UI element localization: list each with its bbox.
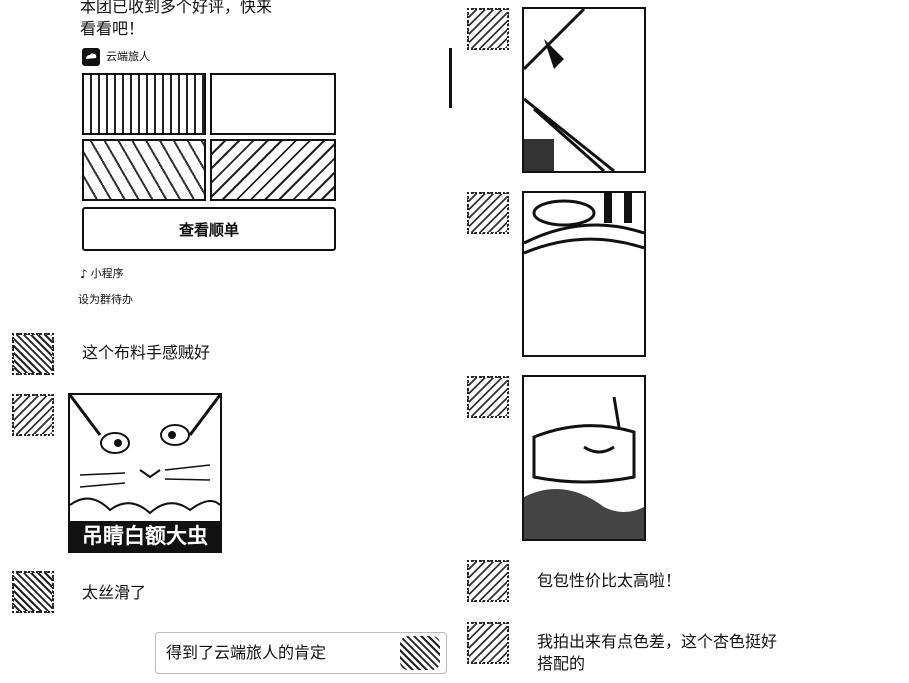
share-card-source: 云端旅人	[82, 47, 150, 67]
share-card-message-line2: 看看吧！	[80, 19, 145, 38]
user-avatar[interactable]	[12, 333, 54, 375]
mini-program-tag: ♪ 小程序	[80, 267, 124, 281]
mini-program-label: 小程序	[90, 267, 124, 280]
cat-face-drawing	[70, 395, 220, 515]
user-avatar[interactable]	[467, 560, 509, 602]
user-avatar[interactable]	[467, 376, 509, 418]
user-avatar[interactable]	[467, 192, 509, 234]
bag-photo-drawing	[524, 193, 644, 255]
couple-avatar-icon	[400, 636, 440, 670]
cloud-brand-icon	[82, 48, 100, 66]
message-text: 包包性价比太高啦！	[537, 571, 682, 590]
image-caption: 吊睛白额大虫	[70, 521, 220, 551]
set-todo-link[interactable]: 设为群待办	[78, 293, 133, 306]
share-card-message: 本团已收到多个好评，快来 看看吧！	[80, 0, 330, 40]
message-text: 我拍出来有点色差，这个杏色挺好 搭配的	[537, 631, 837, 675]
bag-photo-3[interactable]	[522, 375, 646, 541]
review-photo-4[interactable]	[210, 139, 336, 201]
bag-photo-2[interactable]	[522, 191, 646, 357]
message-text: 太丝滑了	[82, 583, 147, 602]
user-avatar[interactable]	[467, 622, 509, 664]
bag-photo-1[interactable]	[522, 7, 646, 173]
scrollbar[interactable]	[449, 48, 452, 108]
view-orders-button[interactable]: 查看顺单	[82, 207, 336, 251]
review-photo-2[interactable]	[210, 73, 336, 135]
message-text-line2: 搭配的	[537, 654, 586, 673]
user-avatar[interactable]	[12, 394, 54, 436]
share-card-message-line1: 本团已收到多个好评，快来	[80, 0, 273, 16]
review-photo-3[interactable]	[82, 139, 206, 201]
user-avatar[interactable]	[467, 8, 509, 50]
review-photo-1[interactable]	[82, 73, 206, 135]
share-card-source-name: 云端旅人	[106, 50, 150, 63]
cat-meme-image[interactable]: 吊睛白额大虫	[68, 393, 222, 553]
bag-photo-drawing	[524, 9, 615, 171]
share-card-image-grid[interactable]	[82, 73, 336, 201]
user-avatar[interactable]	[12, 571, 54, 613]
toast-text: 得到了云端旅人的肯定	[166, 643, 327, 662]
bag-photo-drawing	[524, 396, 644, 539]
message-text: 这个布料手感贼好	[82, 343, 211, 362]
message-text-line1: 我拍出来有点色差，这个杏色挺好	[537, 632, 778, 651]
mini-program-icon: ♪	[80, 267, 88, 281]
approval-toast: 得到了云端旅人的肯定	[155, 632, 447, 674]
